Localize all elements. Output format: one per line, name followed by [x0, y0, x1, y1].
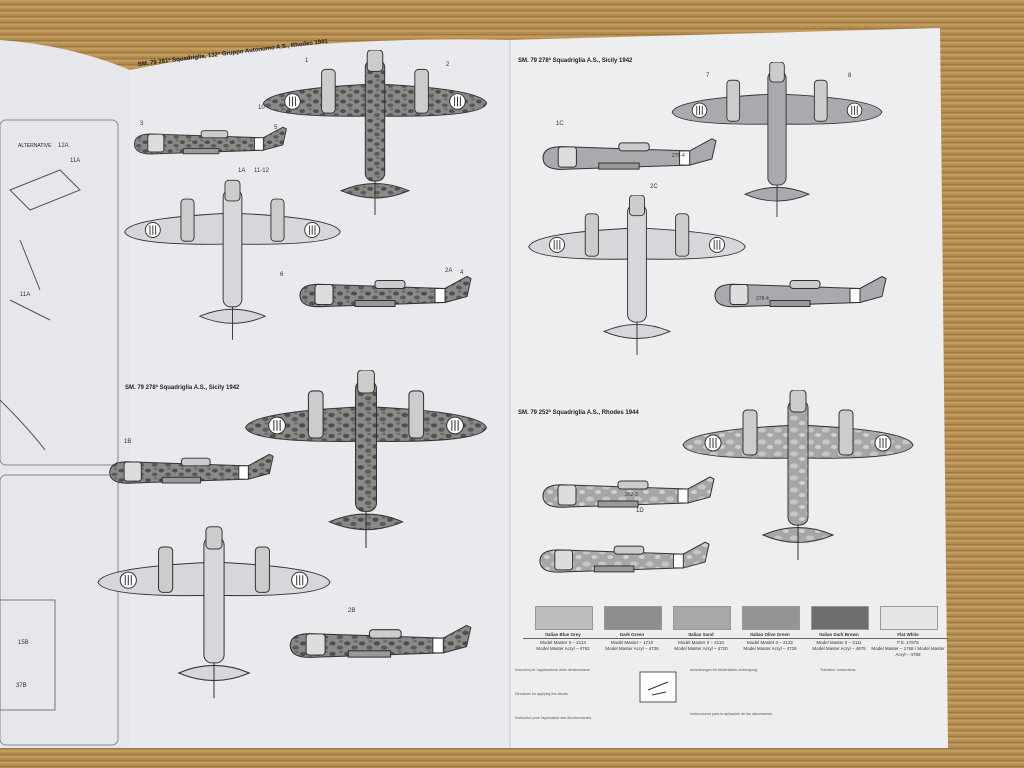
- callout: 2: [446, 62, 450, 68]
- callout: 7: [706, 73, 710, 79]
- paint-code: Model Master Acryl – 4720: [674, 646, 728, 651]
- paint-swatch: [673, 606, 731, 630]
- callout: 1: [305, 58, 309, 64]
- paint-code: Model Master II – 2111: [816, 640, 862, 645]
- paint-code: Model Master II – 2110: [678, 640, 724, 645]
- callout: 1A: [238, 168, 246, 174]
- callout: 1D: [636, 508, 644, 514]
- callout: 1C: [556, 121, 564, 127]
- paint-name: Dark Green: [592, 632, 672, 639]
- paint-swatch: [880, 606, 938, 630]
- aircraft-code: 278-4: [756, 296, 769, 302]
- aircraft-code: 278-4: [672, 153, 685, 159]
- section-title: SM. 79 252ª Squadriglia A.S., Rhodes 194…: [518, 410, 639, 416]
- part-label: 37B: [16, 683, 27, 689]
- paint-code: Model Master – 1710: [610, 640, 654, 645]
- instruction-text: Istruzioni per l'applicazione delle deca…: [515, 668, 591, 672]
- part-label: 11A: [70, 158, 81, 164]
- paint-swatch: [535, 606, 593, 630]
- paint-name: Italian Blue Grey: [523, 632, 603, 639]
- callout: 5: [274, 125, 278, 131]
- paint-swatch: [811, 606, 869, 630]
- paint-name: Italian Olive Green: [730, 632, 810, 639]
- instruction-text: Instrucciones para la aplicación de las …: [690, 712, 773, 716]
- callout: 11-12: [254, 168, 269, 174]
- paint-code: Model Master Acryl – 4726: [605, 646, 659, 651]
- instruction-text: Anweisungen für Abziehbilder-Anbringung.: [690, 668, 758, 672]
- part-label: 15B: [18, 640, 29, 646]
- paint-code: Model Master II – 2113: [540, 640, 586, 645]
- aircraft-code: 252-3: [625, 492, 638, 498]
- paint-code: F.S. 17875: [897, 640, 919, 645]
- part-label: 12A: [58, 143, 69, 149]
- section-title: SM. 79 278ª Squadriglia A.S., Sicily 194…: [125, 385, 240, 391]
- paint-swatch: [604, 606, 662, 630]
- instruction-text: Directions for applying the decals.: [515, 692, 569, 696]
- section-title: SM. 79 278ª Squadriglia A.S., Sicily 194…: [518, 58, 633, 64]
- callout: 10: [258, 105, 265, 111]
- paint-swatch: [742, 606, 800, 630]
- left-page-edge: [0, 40, 130, 748]
- callout: 2B: [348, 608, 356, 614]
- callout: 8: [848, 73, 852, 79]
- callout: 6: [280, 272, 284, 278]
- paint-name: Italian Dark Brown: [799, 632, 879, 639]
- part-label: 11A: [20, 292, 31, 298]
- callout: 2C: [650, 184, 658, 190]
- paint-name: Italian Sand: [661, 632, 741, 639]
- paint-name: Flat White: [868, 632, 948, 639]
- paint-code: Model Master Acryl – 4762: [536, 646, 590, 651]
- paint-code: Model Master Acryl – 4726: [743, 646, 797, 651]
- paint-code: Model Master Acryl – 4675: [812, 646, 866, 651]
- callout: 3: [140, 121, 144, 127]
- paint-code: Model Master II – 2122: [746, 640, 794, 645]
- callout: 2A: [445, 268, 453, 274]
- paint-code: Model Master – 1768 / Model Master Acryl…: [871, 646, 945, 657]
- instruction-text: Instruction pour l'application des décal…: [515, 716, 593, 720]
- callout: 1B: [124, 439, 132, 445]
- instruction-text: Transfers: Instructions.: [820, 668, 857, 672]
- callout: 4: [460, 270, 464, 276]
- alternative-label: ALTERNATIVE: [18, 143, 52, 149]
